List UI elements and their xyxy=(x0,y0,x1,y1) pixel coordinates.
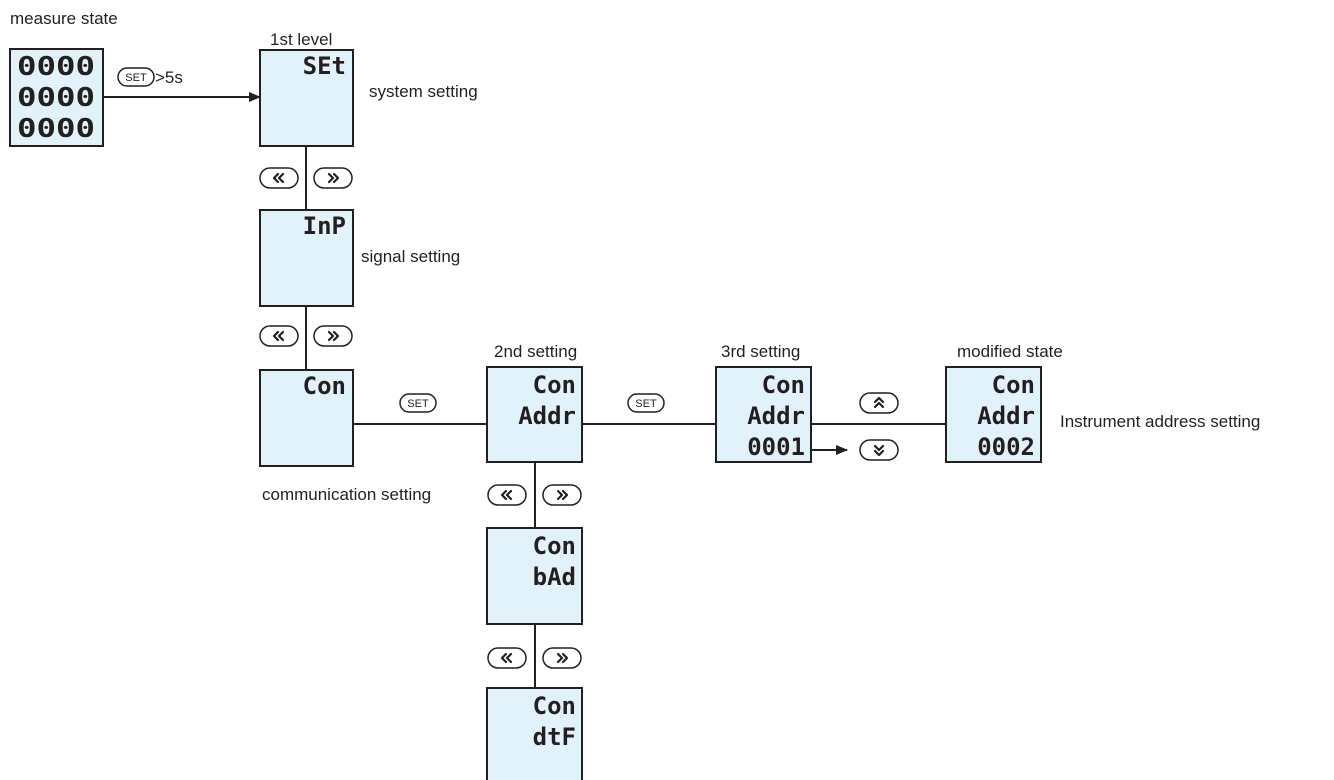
signal-setting-label: signal setting xyxy=(361,247,460,266)
baud-rate-row-1: Con xyxy=(533,532,576,560)
measure-row-2: 0000 xyxy=(17,83,95,113)
second-setting-label: 2nd setting xyxy=(494,342,577,361)
communication-setting-label: communication setting xyxy=(262,485,431,504)
system-setting-label: system setting xyxy=(369,82,478,101)
set-button-label: SET xyxy=(407,398,429,410)
address-menu-display xyxy=(486,366,583,463)
data-format-row-2: dtF xyxy=(533,723,576,751)
data-format-display xyxy=(486,687,583,780)
address-value-display xyxy=(715,366,812,463)
signal-setting-code: InP xyxy=(303,212,346,240)
set-button xyxy=(399,393,437,413)
measure-state-display xyxy=(9,48,104,147)
system-setting-code: SEt xyxy=(303,52,346,80)
set-button-label: SET xyxy=(125,72,147,84)
address-menu-row-1: Con xyxy=(533,371,576,399)
measure-row-3: 0000 xyxy=(17,114,95,144)
address-value-row-2: Addr xyxy=(747,402,805,430)
address-modified-display xyxy=(945,366,1042,463)
data-format-row-1: Con xyxy=(533,692,576,720)
communication-setting-code: Con xyxy=(303,372,346,400)
address-modified-row-1: Con xyxy=(992,371,1035,399)
set-button-label: SET xyxy=(635,398,657,410)
communication-setting-display xyxy=(259,369,354,467)
address-modified-row-2: Addr xyxy=(977,402,1035,430)
address-modified-row-3: 0002 xyxy=(977,433,1035,461)
measure-state-label: measure state xyxy=(10,9,118,28)
signal-setting-display xyxy=(259,209,354,307)
modified-state-label: modified state xyxy=(957,342,1063,361)
third-setting-label: 3rd setting xyxy=(721,342,800,361)
first-level-label: 1st level xyxy=(270,30,332,49)
system-setting-display xyxy=(259,49,354,147)
address-value-row-3: 0001 xyxy=(747,433,805,461)
hold-time-label: >5s xyxy=(155,68,183,87)
baud-rate-display xyxy=(486,527,583,625)
address-value-row-1: Con xyxy=(762,371,805,399)
address-menu-row-2: Addr xyxy=(518,402,576,430)
set-button xyxy=(627,393,665,413)
baud-rate-row-2: bAd xyxy=(533,563,576,591)
instrument-address-setting-label: Instrument address setting xyxy=(1060,412,1260,431)
measure-row-1: 0000 xyxy=(17,52,95,82)
set-button xyxy=(117,67,155,87)
